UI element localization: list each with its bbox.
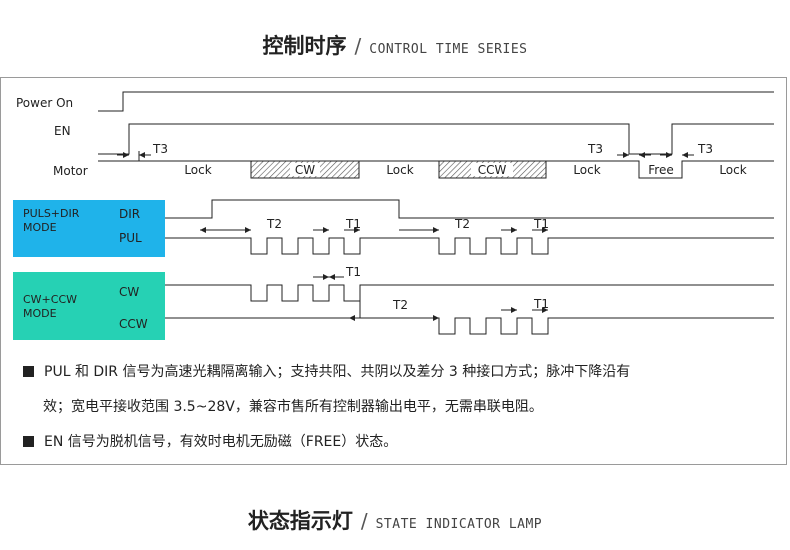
motor-state-cw: CW [295, 163, 315, 177]
label-dir: DIR [119, 207, 140, 221]
waveform-ccw [165, 317, 774, 335]
waveform-motor-start [98, 151, 140, 162]
waveform-motor-free [546, 160, 774, 179]
waveform-dir [165, 199, 774, 219]
timing-t1-2: T1 [533, 217, 549, 231]
cw-ccw-mode-label: CW+CCW MODE [23, 293, 81, 320]
timing-t1-4: T1 [533, 297, 549, 311]
waveform-en [98, 123, 774, 155]
title-en: CONTROL TIME SERIES [369, 42, 528, 57]
waveform-pul [165, 237, 774, 255]
timing-panel: Power On EN Motor CW CCW Lock Lock Lock … [0, 77, 787, 465]
note-line-1: PUL 和 DIR 信号为高速光耦隔离输入；支持共阳、共阴以及差分 3 种接口方… [44, 364, 631, 380]
title-zh: 状态指示灯 [247, 509, 353, 533]
title-separator: / [360, 509, 368, 533]
note-pul-dir-cont: 效；宽电平接收范围 3.5~28V，兼容市售所有控制器输出电平，无需串联电阻。 [43, 396, 543, 416]
label-pul: PUL [119, 231, 142, 245]
timing-t3-1: T3 [152, 142, 168, 156]
section-title-control-time-series: 控制时序 / CONTROL TIME SERIES [0, 30, 790, 60]
waveform-power-on [98, 91, 774, 112]
motor-state-free: Free [648, 163, 673, 177]
waveform-cw [165, 284, 774, 302]
cw-ccw-mode-line2: MODE [23, 307, 57, 320]
motor-state-lock-3: Lock [573, 163, 600, 177]
label-en: EN [54, 124, 71, 138]
note-pul-dir: PUL 和 DIR 信号为高速光耦隔离输入；支持共阳、共阴以及差分 3 种接口方… [23, 361, 630, 381]
motor-state-ccw: CCW [478, 163, 507, 177]
ccw-label-bg [471, 163, 513, 176]
title-en: STATE INDICATOR LAMP [375, 517, 543, 532]
cw-ccw-mode-box [13, 272, 165, 340]
motor-state-lock-4: Lock [719, 163, 746, 177]
title-zh: 控制时序 [262, 34, 347, 58]
black-square-bullet-icon [23, 366, 34, 377]
section-title-state-indicator-lamp: 状态指示灯 / STATE INDICATOR LAMP [0, 505, 790, 535]
label-power-on: Power On [16, 96, 73, 110]
note-line-3: EN 信号为脱机信号，有效时电机无励磁（FREE）状态。 [44, 434, 398, 450]
timing-t2-2: T2 [454, 217, 470, 231]
note-line-2: 效；宽电平接收范围 3.5~28V，兼容市售所有控制器输出电平，无需串联电阻。 [43, 399, 543, 415]
puls-dir-mode-box [13, 200, 165, 257]
timing-diagram: Power On EN Motor CW CCW Lock Lock Lock … [13, 91, 774, 340]
motor-state-lock-1: Lock [184, 163, 211, 177]
timing-t1-1: T1 [345, 217, 361, 231]
title-separator: / [354, 34, 362, 58]
black-square-bullet-icon [23, 436, 34, 447]
motor-state-lock-2: Lock [386, 163, 413, 177]
timing-t3-3: T3 [697, 142, 713, 156]
cw-label-bg [290, 163, 320, 176]
puls-dir-mode-label: PULS+DIR MODE [23, 207, 83, 234]
timing-t2-3: T2 [392, 298, 408, 312]
note-en: EN 信号为脱机信号，有效时电机无励磁（FREE）状态。 [23, 431, 397, 451]
timing-t2-1: T2 [266, 217, 282, 231]
timing-t3-2: T3 [587, 142, 603, 156]
label-motor: Motor [53, 164, 88, 178]
cw-ccw-mode-line1: CW+CCW [23, 293, 77, 306]
label-cw: CW [119, 285, 139, 299]
puls-dir-mode-line1: PULS+DIR [23, 207, 80, 220]
label-ccw: CCW [119, 317, 148, 331]
puls-dir-mode-line2: MODE [23, 221, 57, 234]
timing-t1-3: T1 [345, 265, 361, 279]
